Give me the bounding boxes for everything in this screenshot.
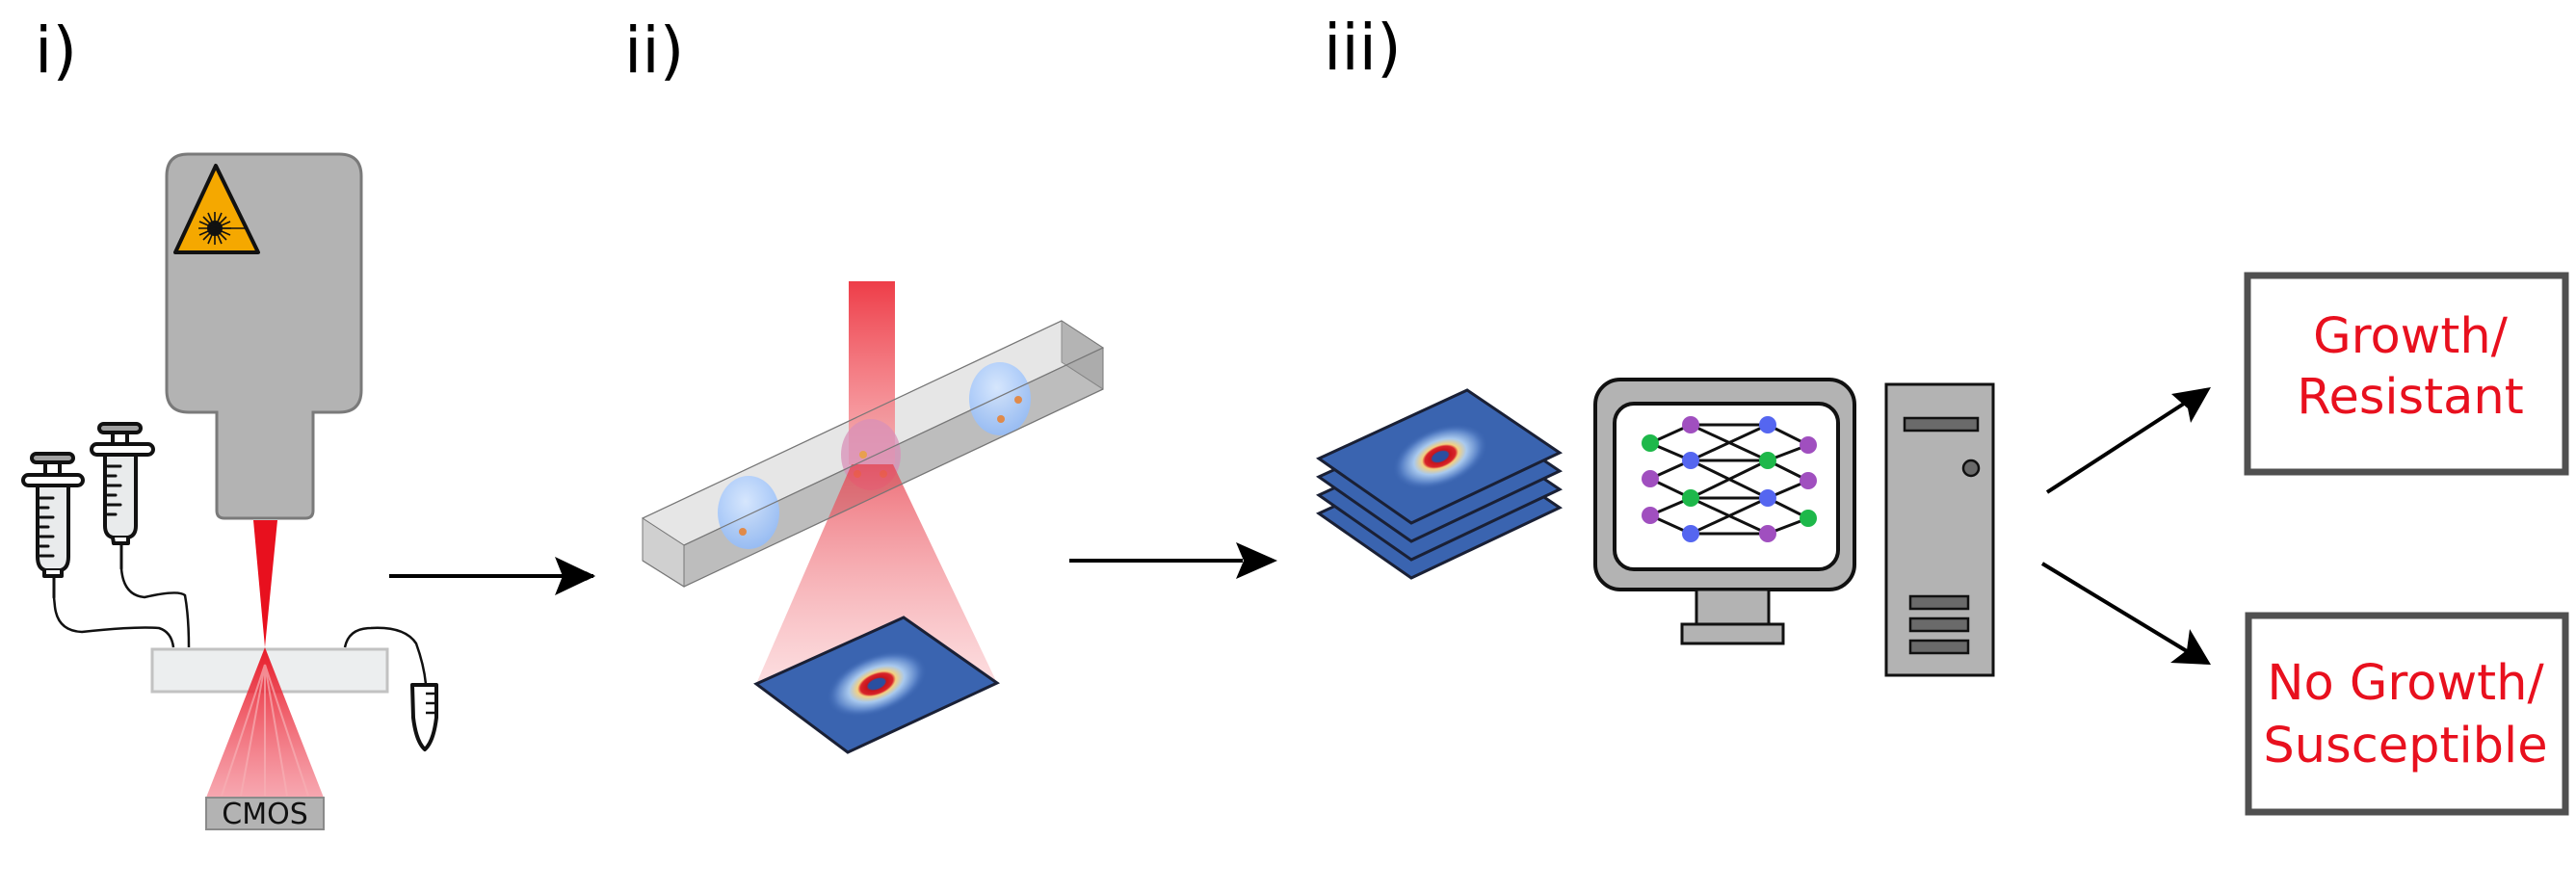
computer-monitor — [1593, 378, 1856, 645]
nn-node — [1642, 470, 1659, 487]
nn-node — [1642, 507, 1659, 524]
output-box-susceptible: No Growth/ Susceptible — [2245, 612, 2569, 816]
output-susceptible-line1: No Growth/ — [2267, 655, 2544, 712]
laser-source — [165, 152, 363, 520]
cmos-label: CMOS — [222, 798, 308, 831]
nn-node — [1800, 472, 1817, 489]
scattered-beam — [206, 647, 324, 798]
panel-label-iii: iii) — [1324, 11, 1402, 85]
diffraction-pattern — [1392, 424, 1488, 489]
nn-node — [1682, 452, 1699, 469]
arrow-to-resistant — [2045, 400, 2189, 494]
cmos-detector: CMOS — [205, 797, 325, 831]
droplet — [969, 362, 1031, 435]
power-button-icon — [1961, 459, 1981, 478]
arrow-head-susceptible — [2170, 629, 2211, 665]
nn-node — [1642, 434, 1659, 452]
output-resistant-line2: Resistant — [2297, 369, 2523, 426]
nn-node — [1759, 489, 1776, 507]
neural-network-icon — [1642, 416, 1817, 542]
arrow-head-resistant — [2171, 387, 2211, 423]
diffraction-detector-plate — [753, 616, 1000, 754]
nn-node — [1682, 525, 1699, 542]
tube-icon — [410, 683, 438, 751]
nn-edge — [1690, 423, 1769, 462]
arrow-to-susceptible — [2040, 562, 2189, 653]
nn-edge — [1690, 496, 1769, 536]
scattering-cone — [756, 464, 997, 684]
output-resistant-line1: Growth/ — [2313, 308, 2509, 365]
nn-node — [1800, 510, 1817, 527]
droplet — [718, 476, 779, 549]
nn-edge — [1690, 459, 1769, 500]
nn-node — [1682, 489, 1699, 507]
nn-node — [1759, 416, 1776, 433]
nn-node — [1759, 452, 1776, 469]
output-box-resistant: Growth/ Resistant — [2244, 272, 2569, 476]
arrow-head-i — [555, 557, 595, 595]
nn-node — [1800, 436, 1817, 454]
diffraction-image-stack — [1315, 388, 1564, 580]
panel-label-ii: ii) — [624, 13, 684, 88]
syringe-icon — [21, 452, 85, 599]
arrow-head-ii — [1236, 542, 1277, 579]
panel-label-i: i) — [35, 13, 77, 88]
computer-tower — [1884, 382, 1995, 677]
tubing — [52, 567, 428, 685]
panel-i-setup: CMOS — [21, 152, 438, 831]
nn-node — [1682, 416, 1699, 433]
laser-beam-focus — [253, 520, 277, 647]
nn-node — [1759, 525, 1776, 542]
output-susceptible-line2: Susceptible — [2263, 718, 2547, 774]
syringe-icon — [90, 422, 155, 570]
laser-hazard-icon — [173, 164, 260, 254]
panel-ii-channel — [641, 281, 1105, 754]
